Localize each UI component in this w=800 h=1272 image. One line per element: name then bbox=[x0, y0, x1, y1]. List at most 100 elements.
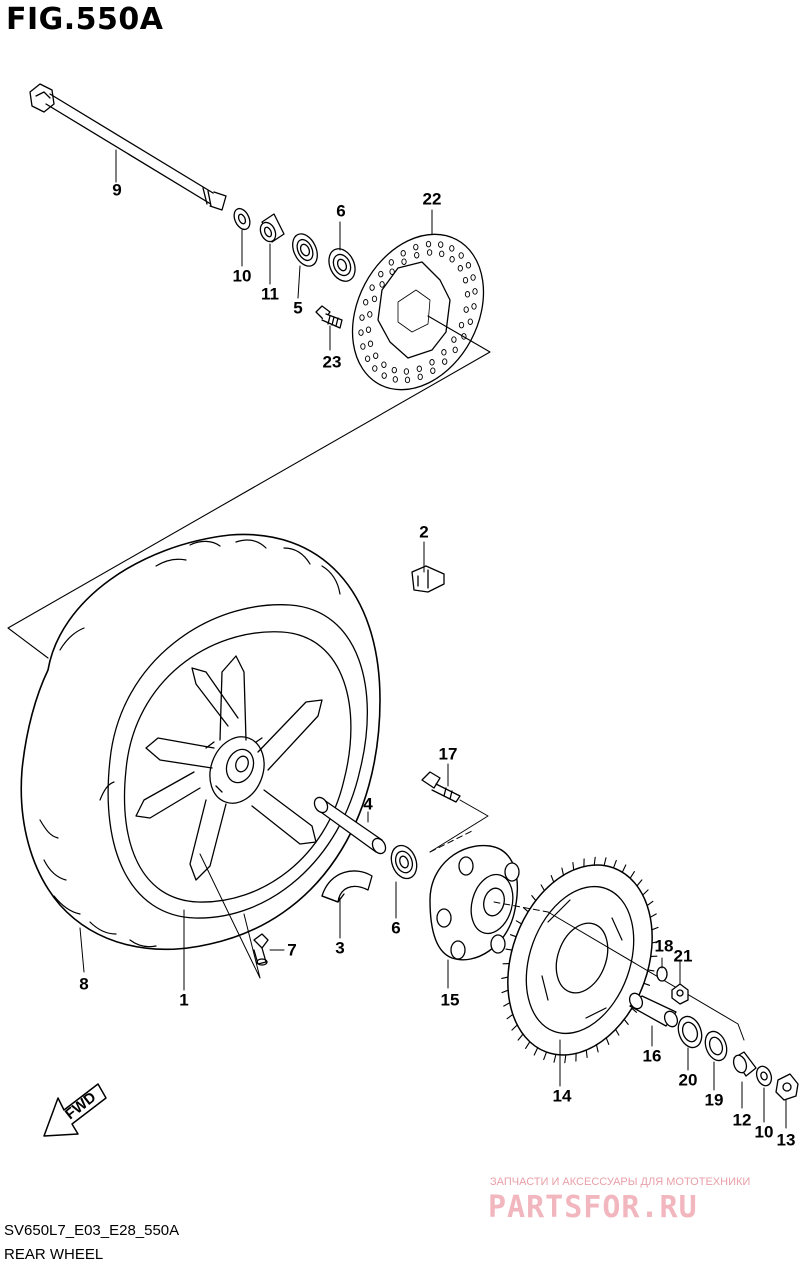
sprocket-tooth bbox=[629, 871, 635, 879]
callout-6-top: 6 bbox=[336, 201, 346, 221]
disc-hole bbox=[464, 291, 471, 298]
disc-hole bbox=[449, 245, 455, 252]
bolt-17 bbox=[421, 771, 461, 803]
spacer-12 bbox=[732, 1051, 757, 1077]
disc-hole bbox=[371, 295, 378, 303]
disc-hole bbox=[430, 367, 436, 374]
callout-5: 5 bbox=[293, 298, 303, 318]
disc-hole bbox=[392, 376, 398, 383]
disc-hole bbox=[359, 314, 365, 321]
callout-21: 21 bbox=[673, 946, 693, 966]
callout-19: 19 bbox=[704, 1090, 724, 1110]
fwd-arrow: FWD bbox=[43, 1083, 107, 1137]
sprocket-tooth bbox=[515, 920, 523, 925]
disc-hole bbox=[358, 329, 364, 336]
disc-hole bbox=[367, 340, 374, 348]
sprocket-tooth bbox=[595, 1044, 599, 1053]
spacer-4 bbox=[313, 796, 387, 855]
sprocket-tooth bbox=[603, 857, 607, 867]
disc-hole bbox=[388, 259, 394, 266]
disc-hole bbox=[462, 276, 469, 284]
disc-hole bbox=[364, 355, 371, 362]
washer-10 bbox=[233, 207, 251, 231]
sprocket-tooth bbox=[543, 1051, 548, 1061]
sprocket-tooth bbox=[553, 1053, 557, 1063]
sprocket-tooth bbox=[564, 1054, 567, 1064]
brake-disc-22 bbox=[351, 233, 485, 391]
damper-3 bbox=[321, 870, 373, 903]
disc-hole bbox=[470, 274, 476, 281]
disc-hole bbox=[429, 359, 435, 366]
disc-hole bbox=[425, 240, 432, 248]
bearing-20 bbox=[677, 1015, 703, 1049]
disc-hole bbox=[458, 252, 464, 259]
bearing-6-top bbox=[328, 248, 356, 282]
callout-4: 4 bbox=[363, 794, 373, 814]
disc-hole bbox=[467, 318, 473, 325]
disc-hole bbox=[367, 311, 373, 318]
axle-nut-13 bbox=[775, 1073, 799, 1101]
model-code: SV650L7_E03_E28_550A bbox=[4, 1222, 180, 1239]
disc-hole bbox=[379, 281, 385, 288]
collar-16 bbox=[628, 992, 679, 1028]
sprocket-tooth bbox=[642, 889, 649, 896]
sprocket-tooth bbox=[636, 879, 643, 887]
callout-11: 11 bbox=[261, 284, 279, 304]
disc-hole bbox=[451, 336, 457, 343]
disc-hole bbox=[463, 306, 469, 313]
sprocket-tooth bbox=[506, 1013, 514, 1020]
sprocket-tooth bbox=[621, 864, 627, 873]
disc-hole bbox=[442, 358, 448, 365]
callout-15: 15 bbox=[440, 990, 460, 1010]
sprocket-tooth bbox=[511, 1024, 518, 1031]
sprocket-drum-15 bbox=[429, 844, 520, 961]
disc-hole bbox=[372, 365, 378, 372]
washer-10-lower bbox=[755, 1065, 773, 1087]
sprocket-tooth bbox=[612, 859, 617, 869]
sprocket-tooth bbox=[561, 867, 565, 876]
disc-hole bbox=[401, 258, 407, 265]
sprocket-tooth bbox=[540, 884, 545, 892]
callout-10-lower: 10 bbox=[754, 1122, 774, 1142]
disc-hole bbox=[373, 352, 379, 359]
disc-hole bbox=[403, 368, 410, 375]
disc-hole bbox=[457, 265, 463, 272]
callout-10-top: 10 bbox=[232, 266, 252, 286]
disc-hole bbox=[449, 256, 455, 263]
sprocket-tooth bbox=[533, 1047, 539, 1056]
callout-20: 20 bbox=[678, 1070, 698, 1090]
disc-hole bbox=[441, 349, 447, 356]
sprocket-tooth bbox=[651, 926, 659, 931]
callout-12: 12 bbox=[732, 1110, 752, 1130]
disc-hole bbox=[413, 243, 419, 251]
sprocket-tooth bbox=[572, 861, 575, 871]
callout-18: 18 bbox=[654, 936, 674, 956]
sprocket-tooth bbox=[646, 900, 654, 907]
callout-3: 3 bbox=[335, 938, 345, 958]
sprocket-tooth bbox=[649, 913, 657, 918]
disc-hole bbox=[471, 303, 477, 310]
disc-hole bbox=[438, 241, 444, 248]
callout-9: 9 bbox=[112, 180, 122, 200]
sprocket-tooth bbox=[509, 934, 517, 938]
disc-hole bbox=[369, 284, 375, 291]
disc-hole bbox=[426, 249, 433, 256]
spacer-11 bbox=[259, 213, 285, 243]
disc-hole bbox=[458, 321, 465, 329]
sprocket-tooth bbox=[623, 1018, 629, 1025]
callout-8: 8 bbox=[79, 974, 89, 994]
clip-2 bbox=[411, 565, 445, 593]
bearing-6-lower bbox=[390, 844, 418, 880]
callout-16: 16 bbox=[642, 1046, 662, 1066]
watermark-tagline: ЗАПЧАСТИ И АКСЕССУАРЫ ДЛЯ МОТОТЕХНИКИ bbox=[490, 1176, 751, 1188]
rear-tire-8 bbox=[20, 533, 381, 951]
disc-hole bbox=[404, 376, 411, 384]
figure-title: FIG.550A bbox=[6, 2, 164, 37]
sprocket-tooth bbox=[501, 976, 509, 979]
sprocket-tooth bbox=[517, 1033, 524, 1041]
disc-hole bbox=[360, 343, 366, 350]
disc-hole bbox=[417, 373, 423, 381]
sprocket-tooth bbox=[503, 1002, 511, 1007]
